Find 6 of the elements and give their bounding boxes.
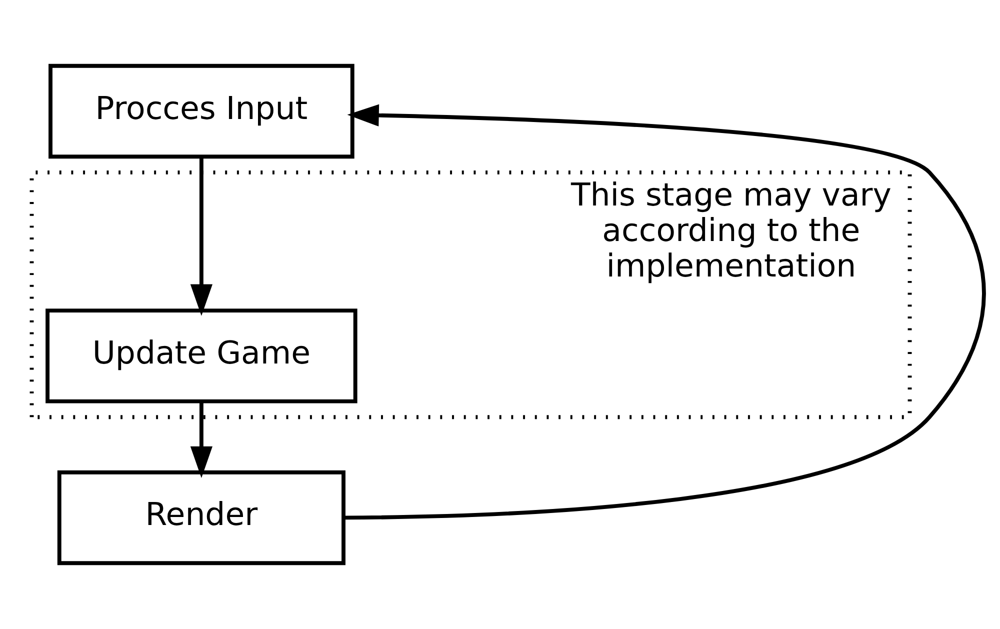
node-box: Update Game: [46, 308, 358, 404]
arrow: [190, 402, 212, 478]
node-box: Render: [57, 470, 346, 566]
arrow: [344, 104, 986, 520]
arrow: [190, 156, 212, 316]
node-box: Procces Input: [48, 64, 354, 159]
